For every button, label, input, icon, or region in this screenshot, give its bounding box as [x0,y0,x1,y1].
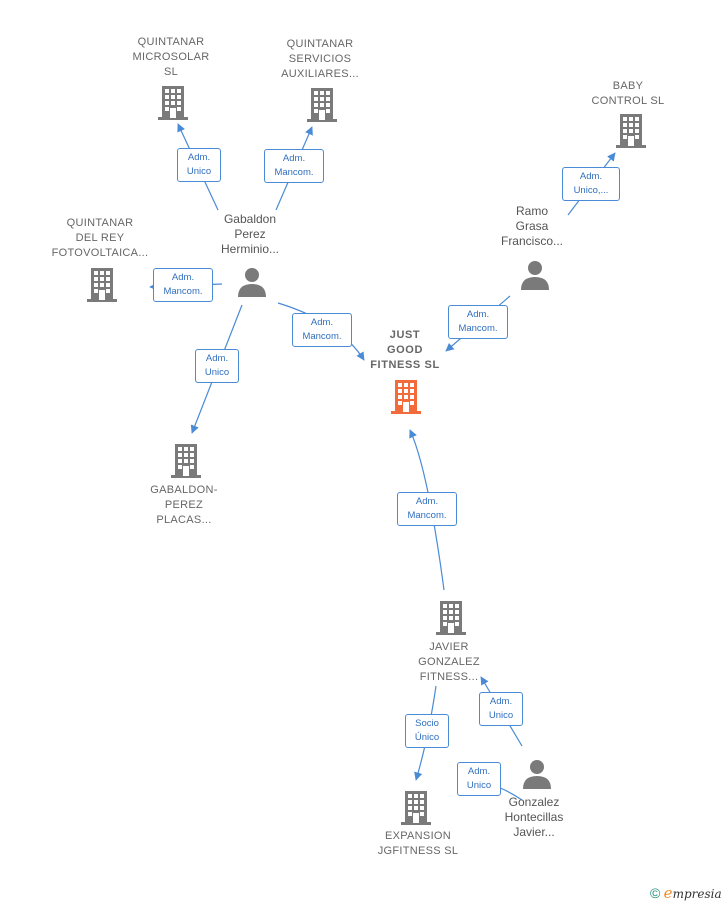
label-line: JAVIER [429,641,469,653]
label-line: GABALDON- [150,484,218,496]
node-label-just-good-fitness[interactable]: JUST GOOD FITNESS SL [355,328,455,373]
edge-label-line: Unico [466,780,492,791]
edge-label-adm-mancom[interactable]: Adm. Mancom. [264,149,324,183]
node-label-baby-control[interactable]: BABY CONTROL SL [578,79,678,109]
edge-label-adm-unico[interactable]: Adm. Unico [195,349,239,383]
building-icon[interactable] [436,599,466,635]
node-label-expansion-jgfitness[interactable]: EXPANSION JGFITNESS SL [363,829,473,859]
edge-label-line: Mancom. [274,167,314,178]
label-line: FITNESS... [419,671,479,683]
edge-label-adm-mancom[interactable]: Adm. Mancom. [292,313,352,347]
building-icon[interactable] [171,442,201,478]
edge-label-adm-mancom[interactable]: Adm. Mancom. [153,268,213,302]
label-line: SERVICIOS [288,53,352,65]
building-icon[interactable] [401,789,431,825]
label-line: GOOD [386,344,423,356]
edge-label-line: Mancom. [407,510,447,521]
label-line: CONTROL SL [591,95,665,107]
label-line: QUINTANAR [137,36,205,48]
person-icon[interactable] [237,266,267,298]
edge-label-socio-unico[interactable]: Socio Único [405,714,449,748]
edge-label-line: Adm. [466,309,490,320]
label-line: Perez [234,227,266,241]
edge-label-adm-unico[interactable]: Adm. Unico [177,148,221,182]
edge-label-adm-unico-etc[interactable]: Adm. Unico,... [562,167,620,201]
edge-label-line: Unico,... [573,185,609,196]
label-line: QUINTANAR [286,38,354,50]
building-icon[interactable] [307,86,337,122]
label-line: Gabaldon [223,212,277,226]
label-line: MICROSOLAR [132,51,210,63]
node-label-gabaldon-perez-herminio[interactable]: Gabaldon Perez Herminio... [200,212,300,257]
label-line: AUXILIARES... [281,68,359,80]
edge-label-line: Adm. [187,152,211,163]
copyright-icon: © [650,885,661,901]
label-line: FOTOVOLTAICA... [51,247,149,259]
node-label-javier-gonzalez-fitness[interactable]: JAVIER GONZALEZ FITNESS... [399,640,499,685]
logo-letter: e [663,884,673,902]
label-line: PEREZ [164,499,204,511]
label-line: Herminio... [220,242,279,256]
label-line: Hontecillas [504,810,564,824]
node-label-ramo-grasa[interactable]: Ramo Grasa Francisco... [482,204,582,249]
label-line: Grasa [515,219,549,233]
building-icon[interactable] [87,266,117,302]
edge-label-line: Adm. [282,153,306,164]
label-line: DEL REY [75,232,125,244]
empresia-logo[interactable]: © empresia [650,884,722,902]
person-icon[interactable] [522,758,552,790]
node-label-quintanar-microsolar[interactable]: QUINTANAR MICROSOLAR SL [121,35,221,80]
node-label-gonzalez-hontecillas[interactable]: Gonzalez Hontecillas Javier... [484,795,584,840]
label-line: SL [163,66,179,78]
label-line: GONZALEZ [418,656,480,668]
label-line: EXPANSION [384,830,452,842]
building-icon[interactable] [158,84,188,120]
edge-label-line: Unico [204,367,230,378]
edge-label-adm-mancom[interactable]: Adm. Mancom. [448,305,508,339]
edge-label-line: Unico [186,166,212,177]
label-line: Ramo [515,204,548,218]
label-line: Javier... [513,825,555,839]
edge-label-line: Adm. [415,496,439,507]
edge-label-adm-unico[interactable]: Adm. Unico [457,762,501,796]
node-label-quintanar-del-rey[interactable]: QUINTANAR DEL REY FOTOVOLTAICA... [40,216,160,261]
edge-label-line: Adm. [205,353,229,364]
edge-label-line: Unico [488,710,514,721]
label-line: PLACAS... [156,514,212,526]
edge-label-line: Adm. [171,272,195,283]
label-line: JGFITNESS SL [377,845,459,857]
label-line: Francisco... [500,234,563,248]
building-icon[interactable] [616,112,646,148]
edge-label-line: Mancom. [302,331,342,342]
edge-label-line: Mancom. [163,286,203,297]
edge-line-just-good-javier [409,429,445,591]
node-label-gabaldon-perez-placas[interactable]: GABALDON- PEREZ PLACAS... [134,483,234,528]
edge-label-line: Único [414,732,440,743]
node-label-quintanar-servicios[interactable]: QUINTANAR SERVICIOS AUXILIARES... [265,37,375,82]
edge-label-line: Socio [415,718,439,729]
edge-label-adm-mancom[interactable]: Adm. Mancom. [397,492,457,526]
label-line: Gonzalez [508,795,560,809]
edge-label-line: Adm. [467,766,491,777]
label-line: QUINTANAR [66,217,134,229]
edge-label-line: Mancom. [458,323,498,334]
logo-text: mpresia [672,887,722,901]
edge-label-line: Adm. [310,317,334,328]
building-icon-highlighted[interactable] [391,378,421,414]
edge-label-line: Adm. [579,171,603,182]
label-line: BABY [612,80,644,92]
person-icon[interactable] [520,259,550,291]
edge-label-line: Adm. [489,696,513,707]
label-line: FITNESS SL [370,359,440,371]
edge-label-adm-unico[interactable]: Adm. Unico [479,692,523,726]
label-line: JUST [389,329,421,341]
